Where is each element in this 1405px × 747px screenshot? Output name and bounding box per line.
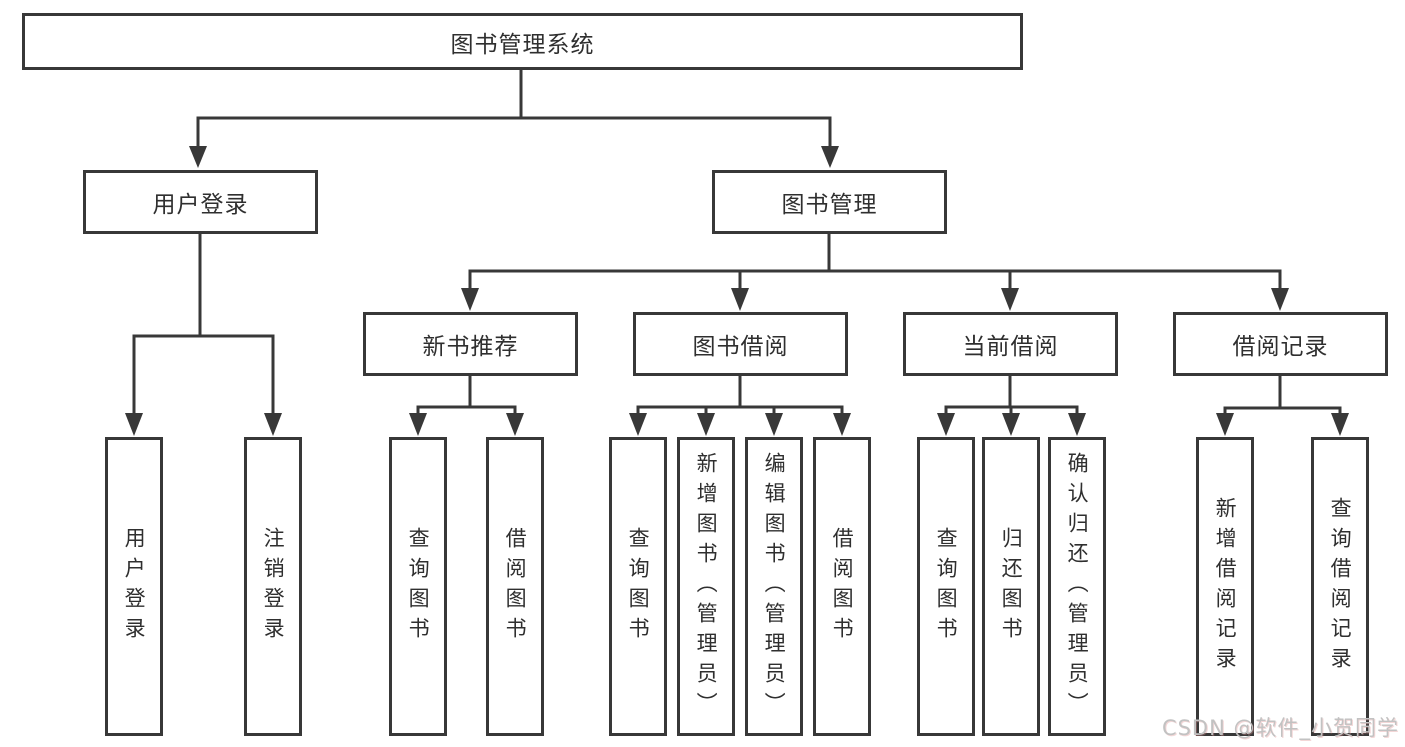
leaf-confirm-return-admin-label: 确认归还（管理员） [1065, 451, 1090, 722]
node-borrow-records-label: 借阅记录 [1232, 334, 1329, 360]
node-user-login-label: 用户登录 [152, 192, 249, 218]
csdn-watermark: CSDN @软件_小贺同学 [1161, 716, 1399, 740]
leaf-borrow-books-recommend-label: 借阅图书 [503, 526, 528, 647]
leaf-query-books-borrow-label: 查询图书 [626, 526, 651, 647]
node-current-borrow: 当前借阅 [903, 312, 1118, 376]
node-book-management: 图书管理 [712, 170, 947, 234]
leaf-return-books: 归还图书 [982, 437, 1040, 736]
node-current-borrow-label: 当前借阅 [962, 334, 1059, 360]
leaf-logout-label: 注销登录 [261, 526, 286, 647]
leaf-query-books-recommend-label: 查询图书 [406, 526, 431, 647]
node-new-book-recommend: 新书推荐 [363, 312, 578, 376]
node-borrow-records: 借阅记录 [1173, 312, 1388, 376]
node-book-borrow: 图书借阅 [633, 312, 848, 376]
node-new-book-recommend-label: 新书推荐 [422, 334, 519, 360]
connector-records-to-leaves [1223, 376, 1342, 414]
leaf-query-books-borrow: 查询图书 [609, 437, 667, 736]
leaf-logout: 注销登录 [244, 437, 302, 736]
leaf-borrow-books: 借阅图书 [813, 437, 871, 736]
leaf-query-books-recommend: 查询图书 [389, 437, 447, 736]
node-book-management-label: 图书管理 [781, 192, 878, 218]
connector-newbook-to-leaves [416, 376, 517, 414]
connector-borrow-to-leaves [636, 376, 844, 414]
leaf-borrow-books-label: 借阅图书 [830, 526, 855, 647]
leaf-confirm-return-admin: 确认归还（管理员） [1048, 437, 1106, 736]
leaf-add-books-admin: 新增图书（管理员） [677, 437, 735, 736]
leaf-query-books-current-label: 查询图书 [934, 526, 959, 647]
connector-arrowheads [125, 146, 1349, 436]
leaf-edit-books-admin-label: 编辑图书（管理员） [762, 451, 787, 722]
leaf-edit-books-admin: 编辑图书（管理员） [745, 437, 803, 736]
leaf-user-login-label: 用户登录 [122, 526, 147, 647]
leaf-add-books-admin-label: 新增图书（管理员） [694, 451, 719, 722]
leaf-add-borrow-record: 新增借阅记录 [1196, 437, 1254, 736]
node-root: 图书管理系统 [22, 13, 1023, 70]
leaf-user-login: 用户登录 [105, 437, 163, 736]
leaf-query-books-current: 查询图书 [917, 437, 975, 736]
connector-current-to-leaves [944, 376, 1079, 414]
connector-userlogin-to-leaves [132, 234, 275, 414]
leaf-return-books-label: 归还图书 [999, 526, 1024, 647]
leaf-query-borrow-record: 查询借阅记录 [1311, 437, 1369, 736]
leaf-add-borrow-record-label: 新增借阅记录 [1213, 496, 1238, 677]
leaf-query-borrow-record-label: 查询借阅记录 [1328, 496, 1353, 677]
connector-bookmgmt-to-level3 [468, 234, 1282, 290]
node-root-label: 图书管理系统 [450, 31, 595, 58]
connector-root-to-level2 [196, 70, 832, 147]
node-book-borrow-label: 图书借阅 [692, 334, 789, 360]
node-user-login: 用户登录 [83, 170, 318, 234]
leaf-borrow-books-recommend: 借阅图书 [486, 437, 544, 736]
